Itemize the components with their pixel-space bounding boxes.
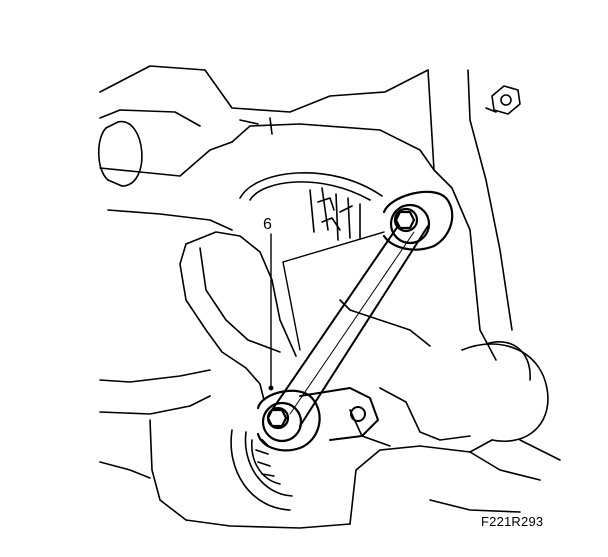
figure-code: F221R293: [481, 514, 544, 529]
engine-block-outline: [99, 65, 561, 529]
adjusting-link: [271, 225, 429, 441]
right-mount-boss: [461, 340, 549, 453]
callout-label: 6: [263, 216, 272, 233]
hex-nut: [485, 85, 521, 115]
timing-wheel: [239, 172, 383, 241]
lower-pulley: [230, 429, 293, 511]
left-bracket: [179, 231, 297, 401]
upper-link-bolt: [382, 190, 454, 251]
lower-link-bolt: [256, 389, 321, 452]
upper-left-boss: [97, 121, 143, 187]
callout-leaders: [268, 231, 385, 391]
